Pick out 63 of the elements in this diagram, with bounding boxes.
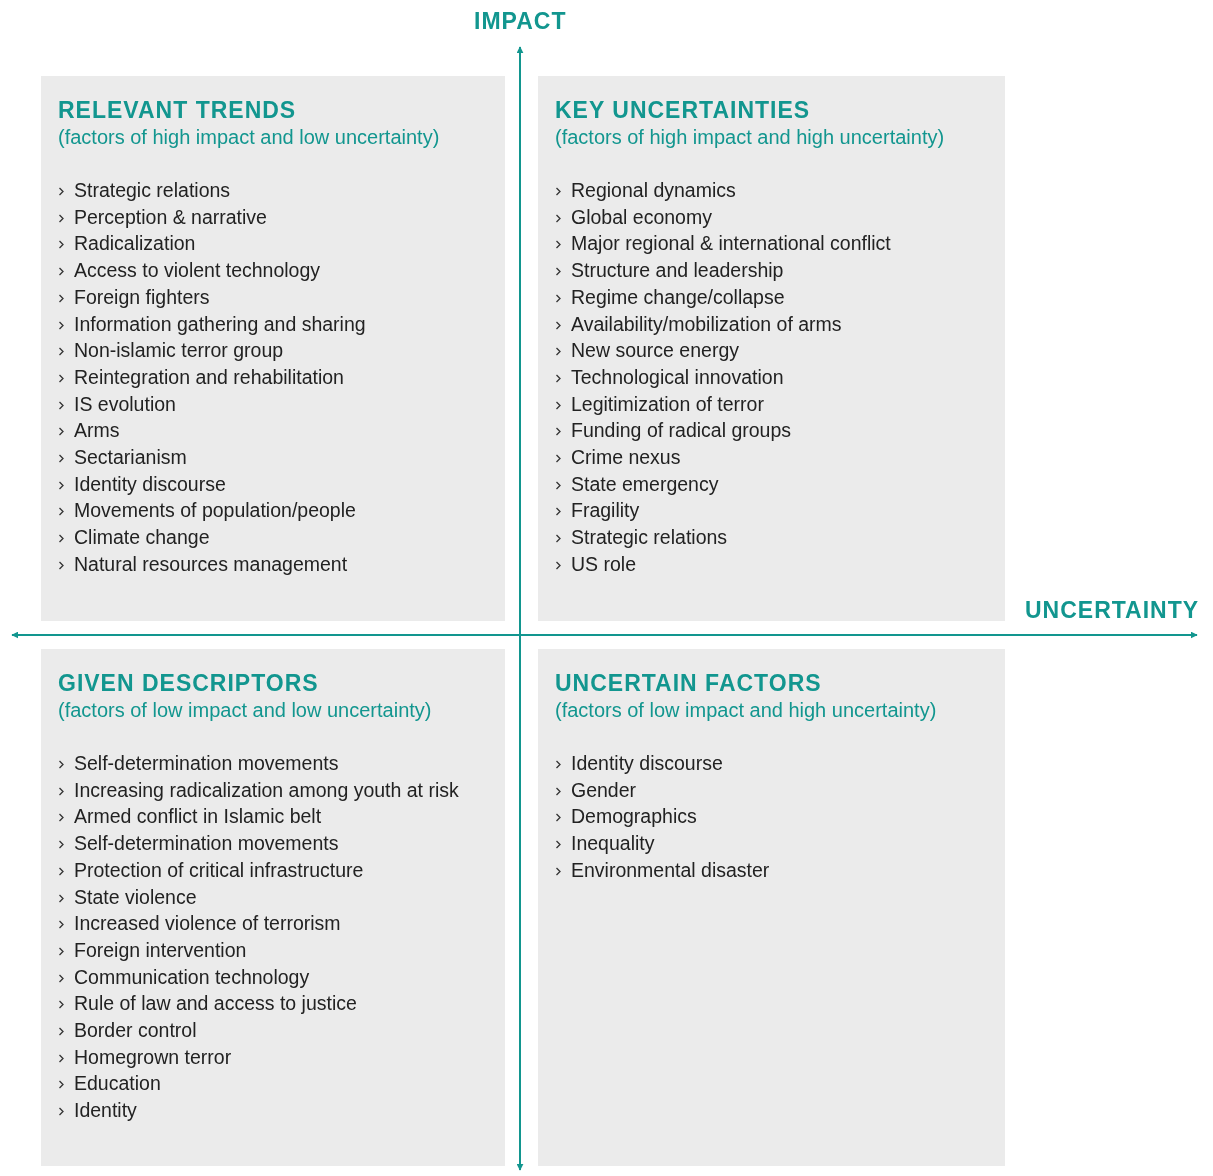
quadrant-subtitle: (factors of high impact and low uncertainty) xyxy=(58,125,441,150)
quadrant-heading: UNCERTAIN FACTORS xyxy=(555,669,823,697)
list-item: Increased violence of terrorism xyxy=(74,911,342,937)
list-item: Increasing radicalization among youth at risk xyxy=(74,777,460,803)
list-item: IS evolution xyxy=(74,391,177,417)
quadrant-heading: RELEVANT TRENDS xyxy=(58,96,298,124)
list-item: Global economy xyxy=(571,204,713,230)
list-item: Homegrown terror xyxy=(74,1044,233,1070)
list-item: Movements of population/people xyxy=(74,498,357,524)
list-item: New source energy xyxy=(571,338,740,364)
list-item: Technological innovation xyxy=(571,364,785,390)
list-item: Arms xyxy=(74,418,121,444)
quadrant-heading: KEY UNCERTAINTIES xyxy=(555,96,812,124)
quadrant-panel xyxy=(41,649,505,1166)
list-item: Radicalization xyxy=(74,231,197,257)
list-item: Identity xyxy=(74,1098,138,1124)
list-item: US role xyxy=(571,551,638,577)
list-item: Self-determination movements xyxy=(74,751,340,776)
list-item: Foreign intervention xyxy=(74,937,248,963)
list-item: Environmental disaster xyxy=(571,857,771,883)
axis-label: UNCERTAINTY xyxy=(1025,597,1200,624)
list-item: Fragility xyxy=(571,498,641,524)
list-item: Information gathering and sharing xyxy=(74,311,367,337)
list-item: Access to violent technology xyxy=(74,258,322,284)
list-item: Gender xyxy=(571,777,638,803)
list-item: Structure and leadership xyxy=(571,258,785,284)
list-item: Inequality xyxy=(571,831,656,857)
list-item: Non-islamic terror group xyxy=(74,338,285,364)
list-item: Strategic relations xyxy=(571,525,729,551)
list-item: Crime nexus xyxy=(571,445,682,471)
list-item: State violence xyxy=(74,884,198,910)
list-item: Regional dynamics xyxy=(571,178,737,203)
quadrant-heading: GIVEN DESCRIPTORS xyxy=(58,669,320,697)
list-item: Armed conflict in Islamic belt xyxy=(74,804,323,830)
list-item: Communication technology xyxy=(74,964,311,990)
list-item: Foreign fighters xyxy=(74,284,211,310)
list-item: Protection of critical infrastructure xyxy=(74,857,365,883)
list-item: Border control xyxy=(74,1018,198,1044)
list-item: Perception & narrative xyxy=(74,204,268,230)
list-item: Strategic relations xyxy=(74,178,232,203)
list-item: Identity discourse xyxy=(74,471,227,497)
axis-label: IMPACT xyxy=(474,8,567,35)
quadrant-panel xyxy=(41,76,505,621)
list-item: Reintegration and rehabilitation xyxy=(74,364,345,390)
list-item: Self-determination movements xyxy=(74,831,340,857)
list-item: Education xyxy=(74,1071,162,1097)
quadrant-subtitle: (factors of low impact and low uncertainty) xyxy=(58,698,433,723)
list-item: Identity discourse xyxy=(571,751,724,776)
list-item: Rule of law and access to justice xyxy=(74,991,358,1017)
list-item: Availability/mobilization of arms xyxy=(571,311,843,337)
quadrant-subtitle: (factors of high impact and high uncertainty) xyxy=(555,125,946,150)
quadrant-panel xyxy=(538,76,1005,621)
list-item: State emergency xyxy=(571,471,720,497)
list-item: Major regional & international conflict xyxy=(571,231,892,257)
list-item: Sectarianism xyxy=(74,445,188,471)
list-item: Regime change/collapse xyxy=(571,284,786,310)
list-item: Demographics xyxy=(571,804,698,830)
list-item: Funding of radical groups xyxy=(571,418,793,444)
list-item: Climate change xyxy=(74,525,211,551)
list-item: Natural resources management xyxy=(74,551,349,577)
quadrant-panel xyxy=(538,649,1005,1166)
list-item: Legitimization of terror xyxy=(571,391,765,417)
quadrant-subtitle: (factors of low impact and high uncertainty) xyxy=(555,698,938,723)
